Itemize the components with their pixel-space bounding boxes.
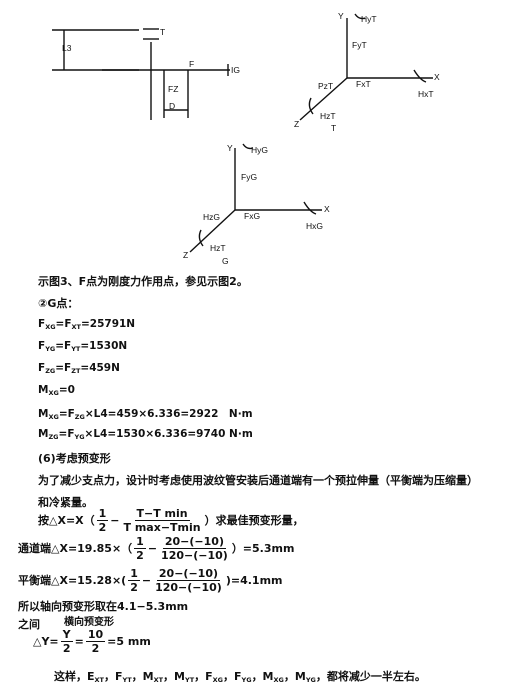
label-l3: L3 xyxy=(62,43,72,53)
label-pzt: PzT xyxy=(318,81,334,91)
label-y-t: Y xyxy=(338,11,344,21)
caption: 示图3、F点为刚度力作用点，参见示图2。 xyxy=(38,275,248,288)
eq-mxg0: MXG=0 xyxy=(38,384,75,397)
label-dash: - xyxy=(144,23,147,33)
axes-t xyxy=(299,13,433,121)
label-fxt: FxT xyxy=(356,79,371,89)
axes-g xyxy=(189,143,322,253)
label-hzt-g: HzT xyxy=(210,243,226,253)
label-g2: G xyxy=(222,256,229,266)
label-fyg: FyG xyxy=(241,172,258,182)
label-g: IG xyxy=(231,65,240,75)
label-fz: FZ xyxy=(168,84,179,94)
label-t2: T xyxy=(331,123,337,133)
label-hzg: HzG xyxy=(203,212,220,222)
final-line: 这样，EXT，FYT，MXT，MYT，FXG，FYG，MXG，MYG，都将减少一… xyxy=(54,670,426,684)
between-label: 之间 xyxy=(18,618,40,631)
label-fyt: FyT xyxy=(352,40,367,50)
label-y-g: Y xyxy=(227,143,233,153)
label-fxg: FxG xyxy=(244,211,261,221)
dimension-sketch xyxy=(52,28,230,120)
paragraph-line2: 和冷紧量。 xyxy=(38,496,93,509)
label-hzt: HzT xyxy=(320,111,336,121)
label-x-g: X xyxy=(324,204,330,214)
eq-fyg: FYG=FYT=1530N xyxy=(38,340,128,353)
eq-mzg: MZG=FYG×L4=1530×6.336=9740 N·m xyxy=(38,428,253,441)
label-f: F xyxy=(189,59,195,69)
eq-mxg: MXG=FZG×L4=459×6.336=2922 N·m xyxy=(38,408,253,421)
label-hyg: HyG xyxy=(251,145,268,155)
paragraph-line1: 为了减少支点力，设计时考虑使用波纹管安装后通道端有一个预拉伸量（平衡端为压缩量） xyxy=(38,474,478,487)
label-t: T xyxy=(160,27,166,37)
label-hxg: HxG xyxy=(306,221,323,231)
label-d: D xyxy=(169,101,176,111)
label-hxt: HxT xyxy=(418,89,434,99)
eq-fxg: FXG=FXT=25791N xyxy=(38,318,136,331)
label-x-t: X xyxy=(434,72,440,82)
conclusion: 所以轴向预变形取在4.1−5.3mm xyxy=(18,600,189,613)
lateral-label: 横向预变形 xyxy=(64,617,114,628)
label-z-g: Z xyxy=(183,250,189,260)
section-6-heading: (6)考虑预变形 xyxy=(38,452,111,465)
eq-fzg: FZG=FZT=459N xyxy=(38,362,120,375)
label-z-t: Z xyxy=(294,119,300,129)
label-hyt: HyT xyxy=(361,14,377,24)
g-point-heading: ②G点： xyxy=(38,297,79,310)
